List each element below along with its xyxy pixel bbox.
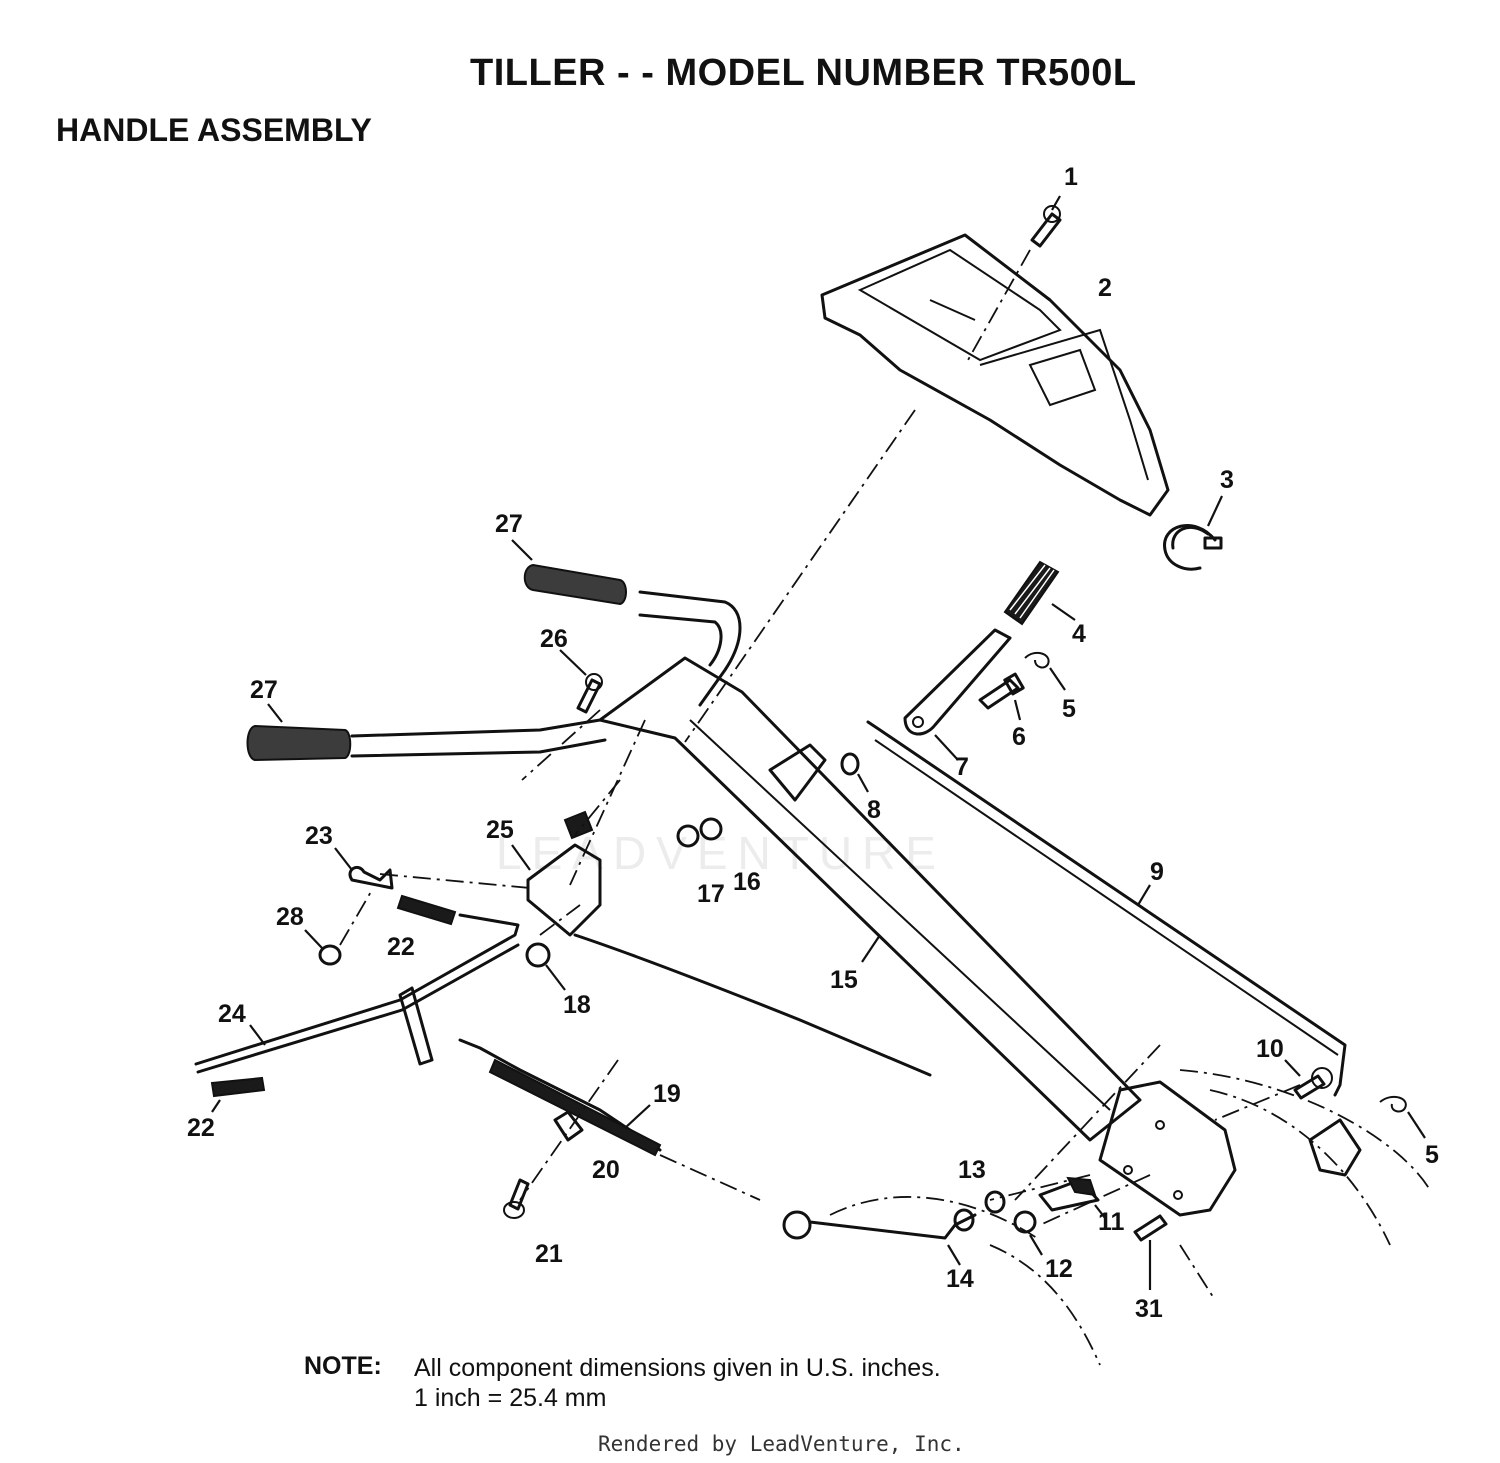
- callout-11: 11: [1098, 1208, 1125, 1236]
- callout-21: 21: [535, 1240, 563, 1268]
- callout-24: 24: [218, 1000, 246, 1028]
- part-4-lever-grip[interactable]: [1003, 560, 1076, 626]
- part-19-spring[interactable]: [488, 1058, 662, 1157]
- part-31-bolt[interactable]: [1133, 1214, 1168, 1290]
- part-18-nut[interactable]: [525, 942, 566, 991]
- part-26-carriage-bolt[interactable]: [559, 649, 603, 714]
- callout-8: 8: [867, 796, 881, 824]
- callout-1: 1: [1064, 163, 1078, 191]
- footer-credit: Rendered by LeadVenture, Inc.: [598, 1432, 965, 1456]
- part-5-hairpin-clip-lower[interactable]: [1379, 1095, 1426, 1139]
- part-1-screw[interactable]: [1030, 195, 1062, 248]
- part-7-clutch-lever[interactable]: [903, 628, 1012, 761]
- callout-31: 31: [1135, 1295, 1163, 1323]
- callout-19: 19: [653, 1080, 681, 1108]
- part-17-washer[interactable]: [676, 824, 700, 848]
- callout-27-lower: 27: [250, 676, 278, 704]
- note-line-dimensions: All component dimensions given in U.S. i…: [414, 1354, 941, 1382]
- part-3-ring-clip[interactable]: [1163, 495, 1223, 571]
- callout-13: 13: [958, 1156, 986, 1184]
- assembly-subtitle: HANDLE ASSEMBLY: [56, 112, 372, 148]
- callout-20: 20: [592, 1156, 620, 1184]
- callout-16: 16: [733, 868, 761, 896]
- part-12-nut[interactable]: [1013, 1210, 1043, 1256]
- callout-12: 12: [1045, 1255, 1073, 1283]
- watermark-text: LEADVENTURE: [496, 827, 946, 879]
- callout-2: 2: [1098, 274, 1112, 302]
- callout-5-lower: 5: [1425, 1141, 1439, 1169]
- part-16-washer[interactable]: [699, 817, 723, 841]
- callout-7: 7: [955, 753, 969, 781]
- callout-10: 10: [1256, 1035, 1284, 1063]
- part-handlebar[interactable]: [350, 590, 742, 758]
- part-5-hairpin-clip[interactable]: [1024, 651, 1066, 691]
- callout-22-lower: 22: [187, 1114, 215, 1142]
- part-20-cable-clip[interactable]: [553, 1110, 584, 1142]
- part-23-clip[interactable]: [334, 847, 394, 890]
- callout-6: 6: [1012, 723, 1026, 751]
- part-shift-bracket[interactable]: [1308, 1118, 1362, 1177]
- callout-27-upper: 27: [495, 510, 523, 538]
- callout-26: 26: [540, 625, 568, 653]
- note-line-conversion: 1 inch = 25.4 mm: [414, 1384, 607, 1412]
- part-24-control-rod[interactable]: [194, 913, 520, 1074]
- callout-18: 18: [563, 991, 591, 1019]
- part-6-bolt[interactable]: [978, 672, 1025, 721]
- part-11-shift-knob-plate[interactable]: [1038, 1176, 1106, 1219]
- part-control-cable[interactable]: [458, 933, 932, 1152]
- callout-28: 28: [276, 903, 304, 931]
- callout-15: 15: [830, 966, 858, 994]
- callout-5-upper: 5: [1062, 695, 1076, 723]
- part-27-grip-lower[interactable]: [246, 703, 352, 762]
- part-25-control-bracket[interactable]: [511, 810, 602, 937]
- callout-25: 25: [486, 816, 514, 844]
- part-15-handle-tube[interactable]: [598, 656, 1237, 1217]
- part-14-shift-lever[interactable]: [782, 1208, 977, 1266]
- part-27-grip-upper[interactable]: [511, 539, 627, 606]
- callout-14: 14: [946, 1265, 974, 1293]
- alignment-centerlines: [339, 249, 1431, 1366]
- callout-3: 3: [1220, 466, 1234, 494]
- callout-23: 23: [305, 822, 333, 850]
- part-22-spring-upper[interactable]: [396, 894, 457, 926]
- callout-numbers: 1 2 3 4 5 6 7 8 9 10 11 12 13 14 15 16 1…: [187, 163, 1439, 1323]
- part-8-washer[interactable]: [840, 752, 869, 793]
- part-22-spring-lower[interactable]: [210, 1076, 266, 1113]
- part-10-bolt[interactable]: [1284, 1059, 1333, 1100]
- diagram-title: TILLER - - MODEL NUMBER TR500L: [470, 52, 1137, 94]
- part-2-console-panel[interactable]: [820, 233, 1170, 517]
- callout-17: 17: [697, 880, 725, 908]
- part-21-screw[interactable]: [503, 1178, 530, 1219]
- note-label: NOTE:: [304, 1352, 382, 1380]
- part-28-nut[interactable]: [304, 929, 342, 966]
- callout-22-upper: 22: [387, 933, 415, 961]
- callout-9: 9: [1150, 858, 1164, 886]
- part-9-shift-rod[interactable]: [866, 720, 1347, 1097]
- part-13-washer[interactable]: [984, 1190, 1006, 1214]
- callout-4: 4: [1072, 620, 1086, 648]
